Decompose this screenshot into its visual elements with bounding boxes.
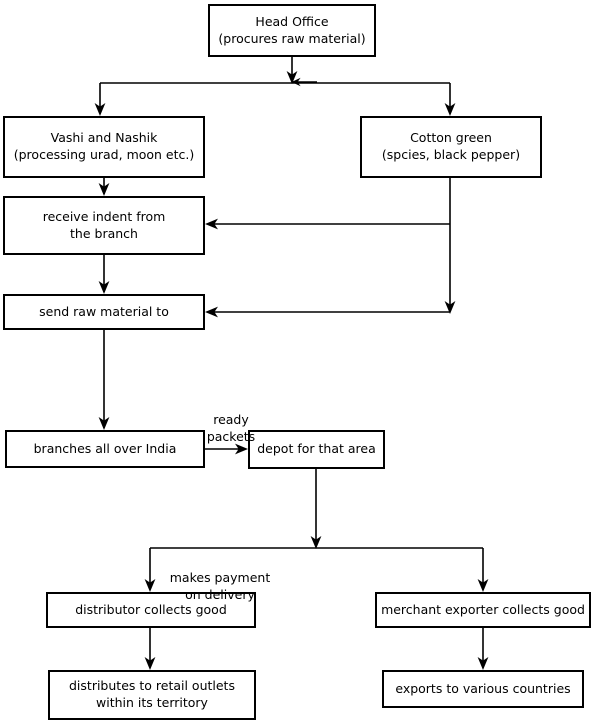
- arrowhead-depot-bus: [310, 536, 322, 549]
- edge-label-ready-packets: ready packets: [196, 395, 266, 446]
- node-head-office-label: Head Office (procures raw material): [218, 13, 366, 46]
- node-merchant-exporter-collects-good[interactable]: merchant exporter collects good: [375, 592, 591, 628]
- arrowhead-rail-down: [444, 301, 456, 314]
- arrowhead-cottongreen: [444, 103, 456, 116]
- arrowhead-retail: [144, 657, 156, 670]
- arrowhead-exports: [477, 657, 489, 670]
- edge-label-makes-payment-on-delivery-text: makes payment on delivery: [169, 569, 271, 602]
- arrowhead-rail-send: [205, 306, 218, 318]
- arrowhead-vashi: [94, 103, 106, 116]
- node-depot-for-that-area[interactable]: depot for that area: [248, 430, 385, 469]
- node-head-office[interactable]: Head Office (procures raw material): [208, 4, 376, 57]
- node-merchant-exporter-collects-good-label: merchant exporter collects good: [381, 601, 585, 617]
- node-branches-all-over-india-label: branches all over India: [33, 440, 177, 456]
- arrowhead-receive-indent: [98, 183, 110, 196]
- edge-label-makes-payment-on-delivery: makes payment on delivery: [160, 553, 280, 604]
- node-distributes-to-retail-outlets[interactable]: distributes to retail outlets within its…: [48, 670, 256, 720]
- node-vashi-and-nashik[interactable]: Vashi and Nashik (processing urad, moon …: [3, 116, 205, 178]
- node-exports-to-various-countries-label: exports to various countries: [395, 680, 571, 696]
- node-vashi-and-nashik-label: Vashi and Nashik (processing urad, moon …: [13, 130, 195, 162]
- node-branches-all-over-india[interactable]: branches all over India: [5, 430, 205, 468]
- node-send-raw-material-label: send raw material to: [39, 303, 169, 319]
- arrowhead-branches: [98, 417, 110, 430]
- node-cotton-green[interactable]: Cotton green (spcies, black pepper): [360, 116, 542, 178]
- node-send-raw-material[interactable]: send raw material to: [3, 294, 205, 330]
- node-cotton-green-label: Cotton green (spcies, black pepper): [381, 130, 521, 162]
- node-distributor-collects-good-label: distributor collects good: [75, 601, 227, 617]
- node-depot-for-that-area-label: depot for that area: [257, 441, 376, 457]
- arrowhead-send-raw: [98, 281, 110, 294]
- edge-label-ready-packets-text: ready packets: [206, 411, 256, 444]
- node-distributor-collects-good[interactable]: distributor collects good: [46, 592, 256, 628]
- arrowhead-merchant: [477, 579, 489, 592]
- node-receive-indent[interactable]: receive indent from the branch: [3, 196, 205, 255]
- arrowhead-rail-receive: [205, 218, 218, 230]
- node-exports-to-various-countries[interactable]: exports to various countries: [382, 670, 584, 708]
- arrowhead-distributor: [144, 579, 156, 592]
- arrowhead-headoffice: [286, 71, 298, 84]
- node-distributes-to-retail-outlets-label: distributes to retail outlets within its…: [69, 678, 235, 710]
- node-receive-indent-label: receive indent from the branch: [42, 208, 166, 241]
